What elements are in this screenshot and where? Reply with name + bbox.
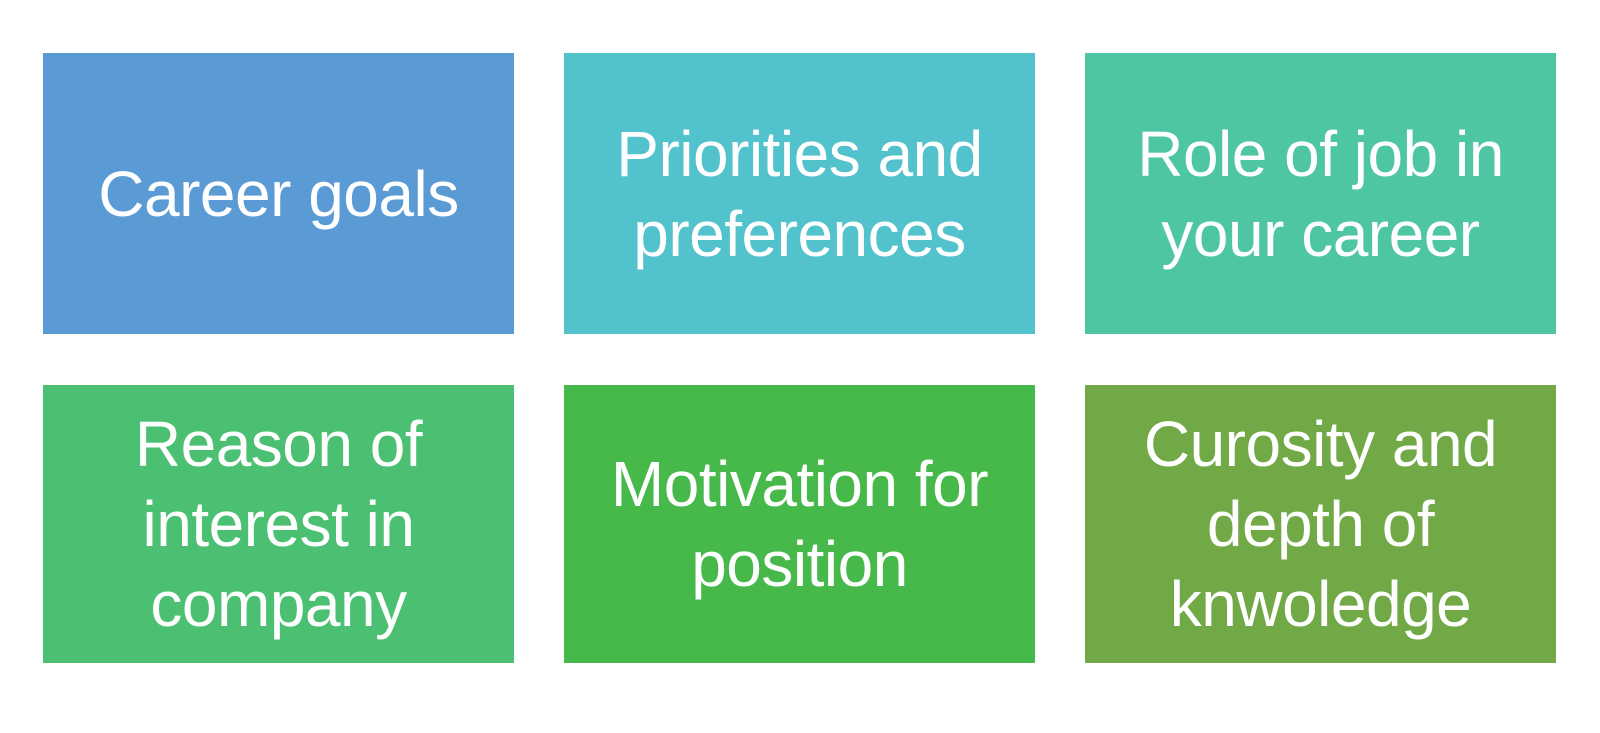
card-reason-of-interest: Reason of interest in company xyxy=(43,385,514,663)
card-career-goals: Career goals xyxy=(43,53,514,334)
card-career-goals-label: Career goals xyxy=(98,157,459,230)
card-priorities-preferences-label: Priorities and preferences xyxy=(616,117,983,270)
card-motivation-for-position-label: Motivation for position xyxy=(610,448,989,600)
card-curiosity-depth-knowledge-label: Curosity and depth of knwoledge xyxy=(1143,408,1498,640)
card-curiosity-depth-knowledge: Curosity and depth of knwoledge xyxy=(1085,385,1556,663)
card-reason-of-interest-label: Reason of interest in company xyxy=(134,408,423,640)
card-role-of-job: Role of job in your career xyxy=(1085,53,1556,334)
topic-grid: Career goals Priorities and preferences … xyxy=(43,53,1556,663)
card-motivation-for-position: Motivation for position xyxy=(564,385,1035,663)
card-priorities-preferences: Priorities and preferences xyxy=(564,53,1035,334)
card-role-of-job-label: Role of job in your career xyxy=(1137,117,1504,270)
